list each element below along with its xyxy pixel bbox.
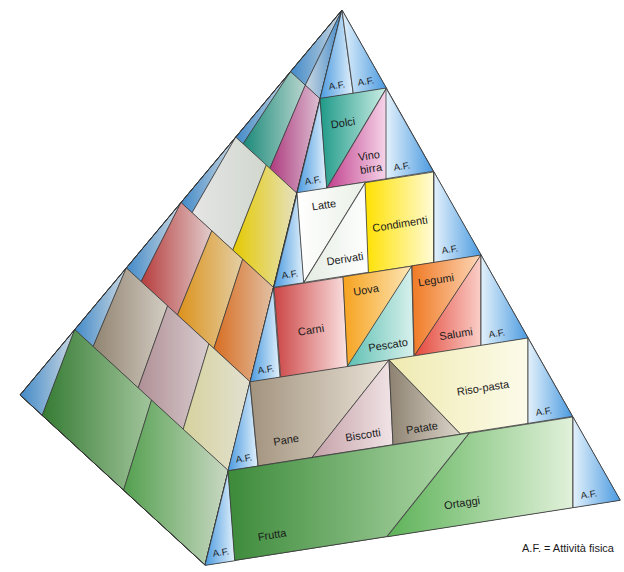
activity-triangle: A.F. bbox=[386, 88, 433, 179]
activity-triangle: A.F. bbox=[528, 338, 572, 423]
food-group-block: Condimenti bbox=[365, 172, 433, 273]
block-outline bbox=[304, 182, 369, 282]
block-shape bbox=[274, 277, 348, 378]
block-shape bbox=[342, 10, 387, 94]
block-shape bbox=[387, 417, 573, 537]
activity-label: A.F. bbox=[235, 452, 253, 465]
note-text: A.F. = Attività fisica bbox=[522, 542, 614, 554]
food-group-label: Vino birra bbox=[352, 147, 388, 177]
block-shape bbox=[434, 172, 481, 263]
food-group-block: Salumi bbox=[414, 255, 481, 356]
block-shape bbox=[312, 360, 393, 457]
activity-triangle: A.F. bbox=[434, 172, 481, 263]
block-shape bbox=[304, 182, 369, 282]
food-group-block: Derivati bbox=[304, 182, 369, 282]
food-group-block: Vino birra bbox=[327, 88, 387, 188]
block-shape bbox=[347, 266, 414, 367]
food-group-block: Pescato bbox=[347, 266, 414, 367]
block-shape bbox=[412, 255, 481, 356]
block-shape bbox=[365, 172, 434, 273]
block-shape bbox=[389, 338, 528, 434]
block-shape bbox=[481, 255, 528, 346]
block-shape bbox=[573, 417, 620, 508]
activity-label: A.F. bbox=[488, 327, 506, 340]
activity-triangle: A.F. bbox=[573, 417, 620, 508]
block-shape bbox=[414, 255, 481, 356]
block-shape bbox=[386, 88, 433, 179]
food-group-block: Biscotti bbox=[312, 360, 393, 457]
block-shape bbox=[528, 338, 573, 423]
activity-label: A.F. bbox=[535, 405, 553, 418]
activity-triangle: A.F. bbox=[481, 255, 528, 346]
pyramid-outline bbox=[20, 10, 620, 565]
activity-triangle: A.F. bbox=[342, 10, 386, 94]
food-group-block: Carni bbox=[274, 277, 348, 377]
food-group-block: Riso-pasta bbox=[389, 338, 528, 434]
